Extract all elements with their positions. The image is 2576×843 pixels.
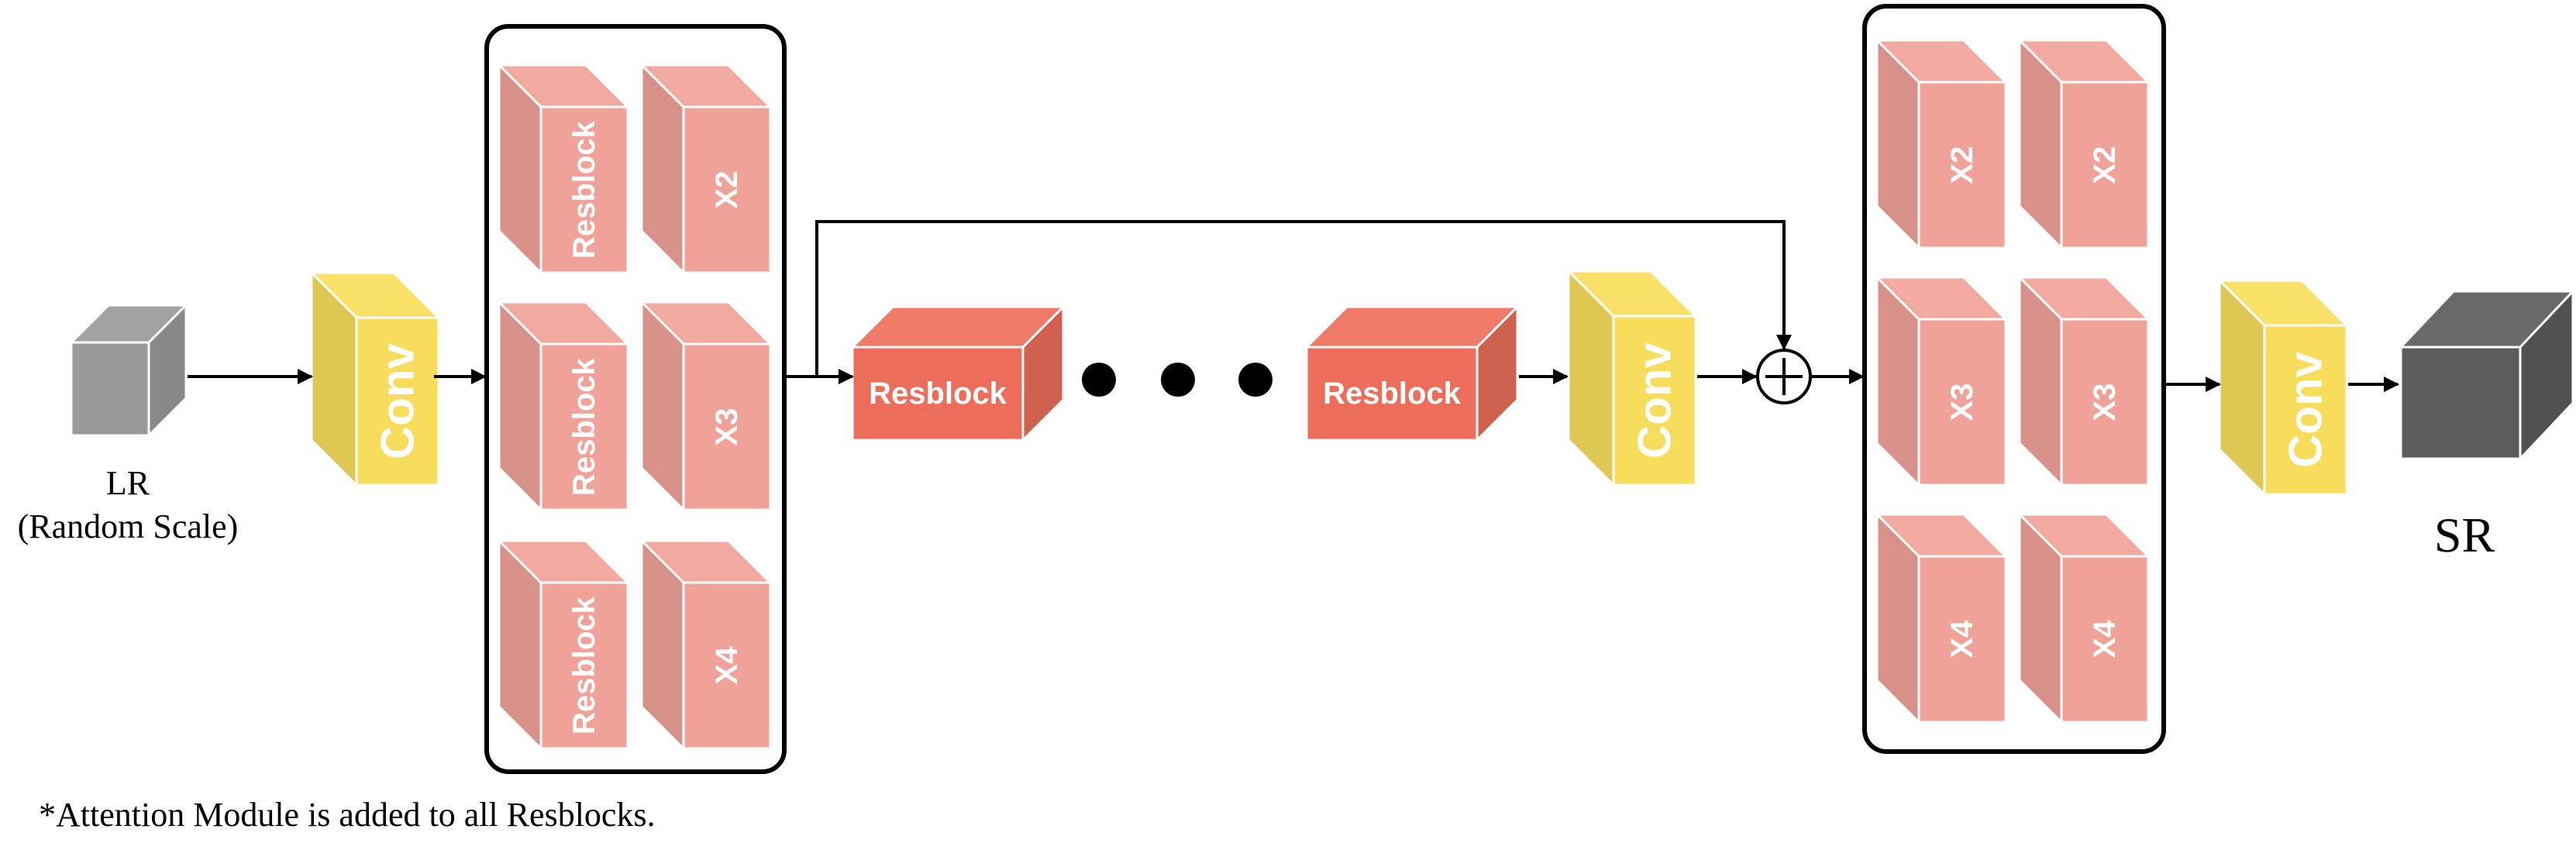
upsampler-panel — [1862, 4, 2166, 754]
upsampler-row: X4 X4 — [1874, 511, 2151, 725]
cube-front-face — [1305, 346, 1479, 442]
conv-label: Conv — [1629, 342, 1681, 459]
skip-connection — [815, 220, 1792, 377]
upsampler-row: X3 X3 — [1874, 274, 2151, 488]
connections — [188, 220, 2399, 392]
cube-front-face — [682, 105, 772, 274]
cube-front-face — [1612, 315, 1697, 487]
encoder-scale-label: X3 — [710, 408, 744, 446]
resblock-label: Resblock — [1323, 377, 1462, 411]
encoder-row: Resblock X2 — [496, 62, 773, 276]
conv-label: Conv — [2280, 351, 2332, 468]
upsampler-scale-label: X4 — [1945, 620, 1979, 659]
conv-block-1: Conv — [308, 270, 442, 488]
cube-front-face — [682, 581, 772, 750]
upsampler-scale-label: X3 — [1945, 384, 1979, 422]
cube-front-face — [539, 342, 629, 511]
cube-front-face — [2060, 555, 2150, 724]
resblock-label: Resblock — [869, 377, 1007, 411]
cube-front-face — [1917, 555, 2007, 724]
conv-block-3: Conv — [2216, 277, 2350, 497]
cube-front-face — [1917, 318, 2007, 487]
cube-front-face — [1917, 81, 2007, 249]
resblock-n: Resblock — [1303, 304, 1520, 443]
footnote: *Attention Module is added to all Resblo… — [39, 796, 656, 834]
conv-label: Conv — [372, 342, 424, 459]
encoder-panel — [484, 24, 787, 774]
upsampler-scale-label: X4 — [2088, 620, 2122, 659]
encoder-resblock-label: Resblock — [567, 357, 601, 496]
resblock-1: Resblock — [849, 304, 1066, 443]
sr-output-cube — [2398, 288, 2576, 462]
lr-input-cube — [68, 302, 189, 439]
lr-label: LR — [106, 464, 150, 502]
upsampler-row: X2 X2 — [1874, 37, 2151, 251]
cube-front-face — [355, 316, 440, 487]
encoder-row: Resblock X4 — [496, 538, 773, 752]
cube-front-face — [682, 342, 772, 511]
lr-sublabel: (Random Scale) — [18, 508, 239, 545]
cube-front-face — [2060, 318, 2150, 487]
cube-front-face — [539, 581, 629, 750]
cube-front-face — [539, 105, 629, 274]
cube-front-face — [2060, 81, 2150, 249]
encoder-row: Resblock X3 — [496, 299, 773, 513]
cube-front-face — [2263, 324, 2348, 496]
encoder-resblock-label: Resblock — [567, 120, 601, 259]
cube-front-face — [2399, 346, 2522, 460]
encoder-scale-label: X2 — [710, 171, 744, 209]
upsampler-scale-label: X2 — [2088, 146, 2122, 184]
sr-label: SR — [2434, 508, 2495, 563]
ellipsis-dots — [1082, 363, 1273, 397]
upsampler-scale-label: X3 — [2088, 384, 2122, 422]
cube-front-face — [70, 341, 150, 437]
encoder-resblock-label: Resblock — [567, 596, 601, 735]
conv-block-2: Conv — [1565, 268, 1699, 488]
upsampler-scale-label: X2 — [1945, 146, 1979, 184]
encoder-scale-label: X4 — [710, 646, 744, 685]
plus-icon — [1765, 358, 1803, 395]
cube-front-face — [851, 346, 1025, 442]
